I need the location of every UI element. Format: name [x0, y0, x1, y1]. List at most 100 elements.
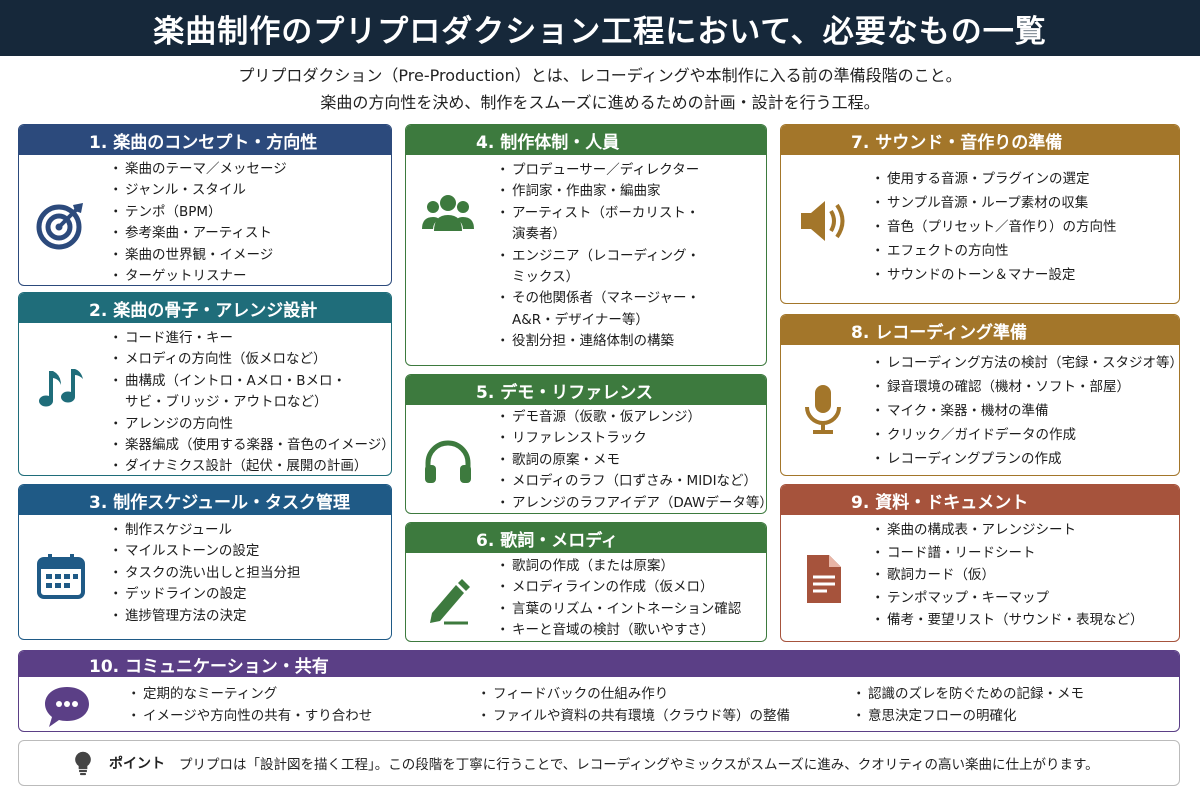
list-item: サウンドのトーン＆マナー設定	[871, 263, 1171, 287]
item-list: レコーディング方法の検討（宅録・スタジオ等） 録音環境の確認（機材・ソフト・部屋…	[871, 351, 1179, 471]
list-item: クリック／ガイドデータの作成	[871, 423, 1171, 447]
communication-columns: 定期的なミーティング イメージや方向性の共有・すり合わせ フィードバックの仕組み…	[127, 683, 1154, 727]
list-item: コード進行・キー	[109, 328, 383, 350]
list-item: 歌詞の原案・メモ	[496, 450, 758, 472]
card-documents: 9. 資料・ドキュメント 楽曲の構成表・アレンジシート コード譜・リードシート …	[780, 484, 1180, 642]
list-item: ジャンル・スタイル	[109, 180, 383, 202]
list-item: 歌詞の作成（または原案）	[496, 556, 758, 578]
item-list: フィードバックの仕組み作り ファイルや資料の共有環境（クラウド等）の整備	[477, 683, 854, 727]
card-recording: 8. レコーディング準備 レコーディング方法の検討（宅録・スタジオ等） 録音環境…	[780, 314, 1180, 476]
list-item: 役割分担・連絡体制の構築	[496, 331, 758, 353]
chat-bubble-icon	[39, 679, 95, 731]
item-list: 楽曲のテーマ／メッセージ ジャンル・スタイル テンポ（BPM） 参考楽曲・アーテ…	[109, 159, 383, 285]
item-list: 使用する音源・プラグインの選定 サンプル音源・ループ素材の収集 音色（プリセット…	[871, 167, 1171, 287]
list-item: メロディラインの作成（仮メロ）	[496, 577, 758, 599]
list-item: 使用する音源・プラグインの選定	[871, 167, 1171, 191]
list-item: ファイルや資料の共有環境（クラウド等）の整備	[477, 705, 854, 727]
list-item: A&R・デザイナー等）	[512, 311, 649, 328]
point-label: ポイント	[109, 756, 165, 772]
list-item: イメージや方向性の共有・すり合わせ	[127, 705, 479, 727]
list-item: 曲構成（イントロ・Aメロ・Bメロ・	[109, 371, 383, 393]
card-heading: 2. 楽曲の骨子・アレンジ設計	[19, 293, 391, 323]
lightbulb-icon	[63, 743, 103, 783]
list-item: プロデューサー／ディレクター	[496, 160, 758, 182]
list-item: ミックス）	[512, 269, 580, 286]
list-item: 楽曲のテーマ／メッセージ	[109, 159, 383, 181]
list-item: メロディのラフ（口ずさみ・MIDIなど）	[496, 471, 758, 493]
item-list: 認識のズレを防ぐための記録・メモ 意思決定フローの明確化	[852, 683, 1154, 727]
list-item: アレンジのラフアイデア（DAWデータ等）	[496, 493, 766, 513]
list-item: アーティスト（ボーカリスト・	[496, 203, 758, 225]
list-item: デモ音源（仮歌・仮アレンジ）	[496, 407, 758, 429]
card-communication: 10. コミュニケーション・共有 定期的なミーティング イメージや方向性の共有・…	[18, 650, 1180, 732]
list-item: その他関係者（マネージャー・	[496, 288, 758, 310]
card-heading: 3. 制作スケジュール・タスク管理	[19, 485, 391, 515]
list-item: キーと音域の検討（歌いやすさ）	[496, 620, 758, 641]
page-title: 楽曲制作のプリプロダクション工程において、必要なもの一覧	[0, 0, 1200, 56]
card-heading: 10. コミュニケーション・共有	[19, 651, 1179, 677]
list-item: レコーディングプランの作成	[871, 447, 1171, 471]
pencil-icon	[420, 573, 476, 629]
intro-text: プリプロダクション（Pre-Production）とは、レコーディングや本制作に…	[0, 62, 1200, 116]
document-icon	[795, 551, 851, 607]
list-item: 楽器編成（使用する楽器・音色のイメージ）	[109, 435, 391, 457]
point-box: ポイント プリプロは「設計図を描く工程」。この段階を丁寧に行うことで、レコーディ…	[18, 740, 1180, 786]
intro-line-2: 楽曲の方向性を決め、制作をスムーズに進めるための計画・設計を行う工程。	[320, 93, 880, 112]
card-arrangement: 2. 楽曲の骨子・アレンジ設計 コード進行・キー メロディの方向性（仮メロなど）…	[18, 292, 392, 476]
list-item: アレンジの方向性	[109, 414, 383, 436]
list-item: コード譜・リードシート	[871, 542, 1171, 565]
list-item: 歌詞カード（仮）	[871, 564, 1171, 587]
card-heading: 1. 楽曲のコンセプト・方向性	[19, 125, 391, 155]
card-concept: 1. 楽曲のコンセプト・方向性 楽曲のテーマ／メッセージ ジャンル・スタイル テ…	[18, 124, 392, 286]
list-item: 意思決定フローの明確化	[852, 705, 1154, 727]
card-demo: 5. デモ・リファレンス デモ音源（仮歌・仮アレンジ） リファレンストラック 歌…	[405, 374, 767, 514]
list-item: 参考楽曲・アーティスト	[109, 223, 383, 245]
list-item: タスクの洗い出しと担当分担	[109, 563, 383, 585]
list-item: ターゲットリスナー	[109, 266, 383, 285]
list-item: エンジニア（レコーディング・	[496, 246, 758, 268]
item-list: 定期的なミーティング イメージや方向性の共有・すり合わせ	[127, 683, 479, 727]
list-item: マイルストーンの設定	[109, 541, 383, 563]
card-heading: 4. 制作体制・人員	[406, 125, 766, 155]
list-item: 録音環境の確認（機材・ソフト・部屋）	[871, 375, 1171, 399]
item-list: デモ音源（仮歌・仮アレンジ） リファレンストラック 歌詞の原案・メモ メロディの…	[496, 407, 766, 513]
list-item: 認識のズレを防ぐための記録・メモ	[852, 683, 1154, 705]
item-list: プロデューサー／ディレクター 作詞家・作曲家・編曲家 アーティスト（ボーカリスト…	[496, 160, 758, 353]
target-icon	[33, 197, 89, 253]
list-item: 定期的なミーティング	[127, 683, 479, 705]
list-item: ダイナミクス設計（起伏・展開の計画）	[109, 456, 383, 475]
list-item: 言葉のリズム・イントネーション確認	[496, 599, 758, 621]
list-item: 進捗管理方法の決定	[109, 606, 383, 628]
intro-line-1: プリプロダクション（Pre-Production）とは、レコーディングや本制作に…	[238, 66, 962, 85]
card-heading: 7. サウンド・音作りの準備	[781, 125, 1179, 155]
list-item: サンプル音源・ループ素材の収集	[871, 191, 1171, 215]
list-item: サビ・ブリッジ・アウトロなど）	[125, 394, 328, 411]
headphones-icon	[420, 435, 476, 491]
card-lyrics: 6. 歌詞・メロディ 歌詞の作成（または原案） メロディラインの作成（仮メロ） …	[405, 522, 767, 642]
list-item: 制作スケジュール	[109, 520, 383, 542]
list-item: エフェクトの方向性	[871, 239, 1171, 263]
card-heading: 9. 資料・ドキュメント	[781, 485, 1179, 515]
list-item: 楽曲の構成表・アレンジシート	[871, 519, 1171, 542]
list-item: レコーディング方法の検討（宅録・スタジオ等）	[871, 351, 1179, 375]
speaker-icon	[795, 193, 851, 249]
item-list: 制作スケジュール マイルストーンの設定 タスクの洗い出しと担当分担 デッドライン…	[109, 520, 383, 628]
item-list: 楽曲の構成表・アレンジシート コード譜・リードシート 歌詞カード（仮） テンポマ…	[871, 519, 1171, 632]
point-text: プリプロは「設計図を描く工程」。この段階を丁寧に行うことで、レコーディングやミッ…	[179, 757, 1099, 773]
item-list: 歌詞の作成（または原案） メロディラインの作成（仮メロ） 言葉のリズム・イントネ…	[496, 556, 758, 641]
list-item: メロディの方向性（仮メロなど）	[109, 349, 383, 371]
people-icon	[420, 185, 476, 241]
list-item: テンポ（BPM）	[109, 202, 383, 224]
list-item: マイク・楽器・機材の準備	[871, 399, 1171, 423]
card-sound: 7. サウンド・音作りの準備 使用する音源・プラグインの選定 サンプル音源・ルー…	[780, 124, 1180, 304]
card-team: 4. 制作体制・人員 プロデューサー／ディレクター 作詞家・作曲家・編曲家 アー…	[405, 124, 767, 366]
list-item: 音色（プリセット／音作り）の方向性	[871, 215, 1171, 239]
list-item: デッドラインの設定	[109, 584, 383, 606]
list-item: 作詞家・作曲家・編曲家	[496, 181, 758, 203]
list-item: フィードバックの仕組み作り	[477, 683, 854, 705]
list-item: テンポマップ・キーマップ	[871, 587, 1171, 610]
card-heading: 8. レコーディング準備	[781, 315, 1179, 345]
card-schedule: 3. 制作スケジュール・タスク管理 制作スケジュール マイルストーンの設定 タス…	[18, 484, 392, 640]
card-heading: 5. デモ・リファレンス	[406, 375, 766, 405]
music-notes-icon	[33, 359, 89, 415]
